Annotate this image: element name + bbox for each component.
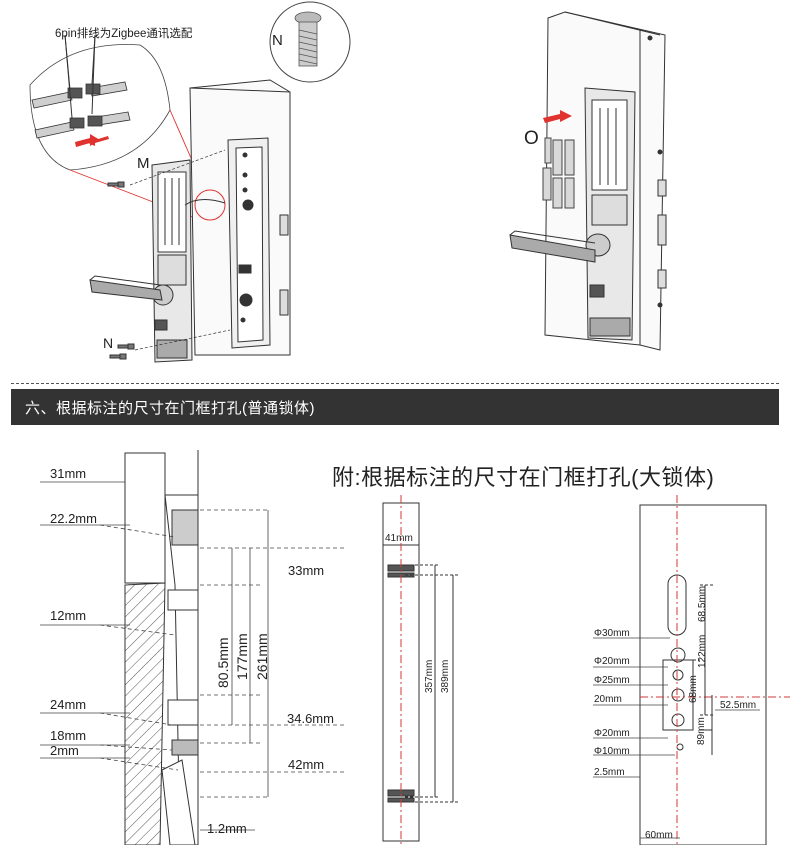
frame-template-large [639,495,790,845]
dim-phi20-bottom: Φ20mm [594,728,630,739]
dim-89mm: 89mm [696,717,707,745]
dim-12mm: 12mm [50,608,87,623]
screw-n-bottom-label: N [103,335,114,351]
dim-60mm: 60mm [645,830,673,841]
dim-80-5mm: 80.5mm [215,637,231,688]
right-door-assembly [509,11,667,351]
dim-33mm: 33mm [288,563,325,578]
screw-n-label: N [272,32,283,49]
dim-phi10: Φ10mm [594,746,630,757]
dim-2-5mm: 2.5mm [594,767,625,778]
dim-20mm: 20mm [594,694,622,705]
installation-illustrations [29,1,667,363]
section-header: 六、根据标注的尺寸在门框打孔(普通锁体) [11,389,779,425]
screw-n-callout [269,1,351,83]
dim-68mm: 68mm [688,675,699,703]
dim-phi25: Φ25mm [594,675,630,686]
dim-42mm: 42mm [288,757,325,772]
dim-177mm: 177mm [234,633,250,680]
dim-34-6mm: 34.6mm [287,711,334,726]
dim-68-5mm: 68.5mm [697,585,708,622]
wiring-note: 6pin排线为Zigbee通讯选配 [55,28,193,40]
red-arrow-right [543,110,572,123]
dim-122mm: 122mm [697,634,708,668]
dim-1-2mm: 1.2mm [207,821,247,836]
dim-261mm: 261mm [254,633,270,680]
dim-phi20-top: Φ20mm [594,656,630,667]
screw-m-label: M [137,155,150,172]
section-divider-top [11,383,779,384]
frame-section-standard [124,450,199,845]
leader-lines-large [593,637,760,839]
dim-18mm: 18mm [50,728,87,743]
left-door-assembly [89,79,291,363]
dim-31mm: 31mm [50,466,87,481]
dim-357mm: 357mm [424,659,435,693]
dim-52-5mm: 52.5mm [720,700,757,711]
red-arrows-left [75,134,109,147]
dim-22-2mm: 22.2mm [50,511,97,526]
appendix-title: 附:根据标注的尺寸在门框打孔(大锁体) [332,465,715,490]
dim-389mm: 389mm [440,659,451,693]
dim-2mm: 2mm [50,743,79,758]
dim-41mm: 41mm [385,533,413,544]
dim-phi30: Φ30mm [594,628,630,639]
section-title: 六、根据标注的尺寸在门框打孔(普通锁体) [25,400,315,417]
battery-o-label: O [524,128,539,149]
dim-lines-standard [40,481,345,831]
dimension-drawings [40,450,790,845]
strike-plate-large [382,495,458,845]
dim-24mm: 24mm [50,697,87,712]
